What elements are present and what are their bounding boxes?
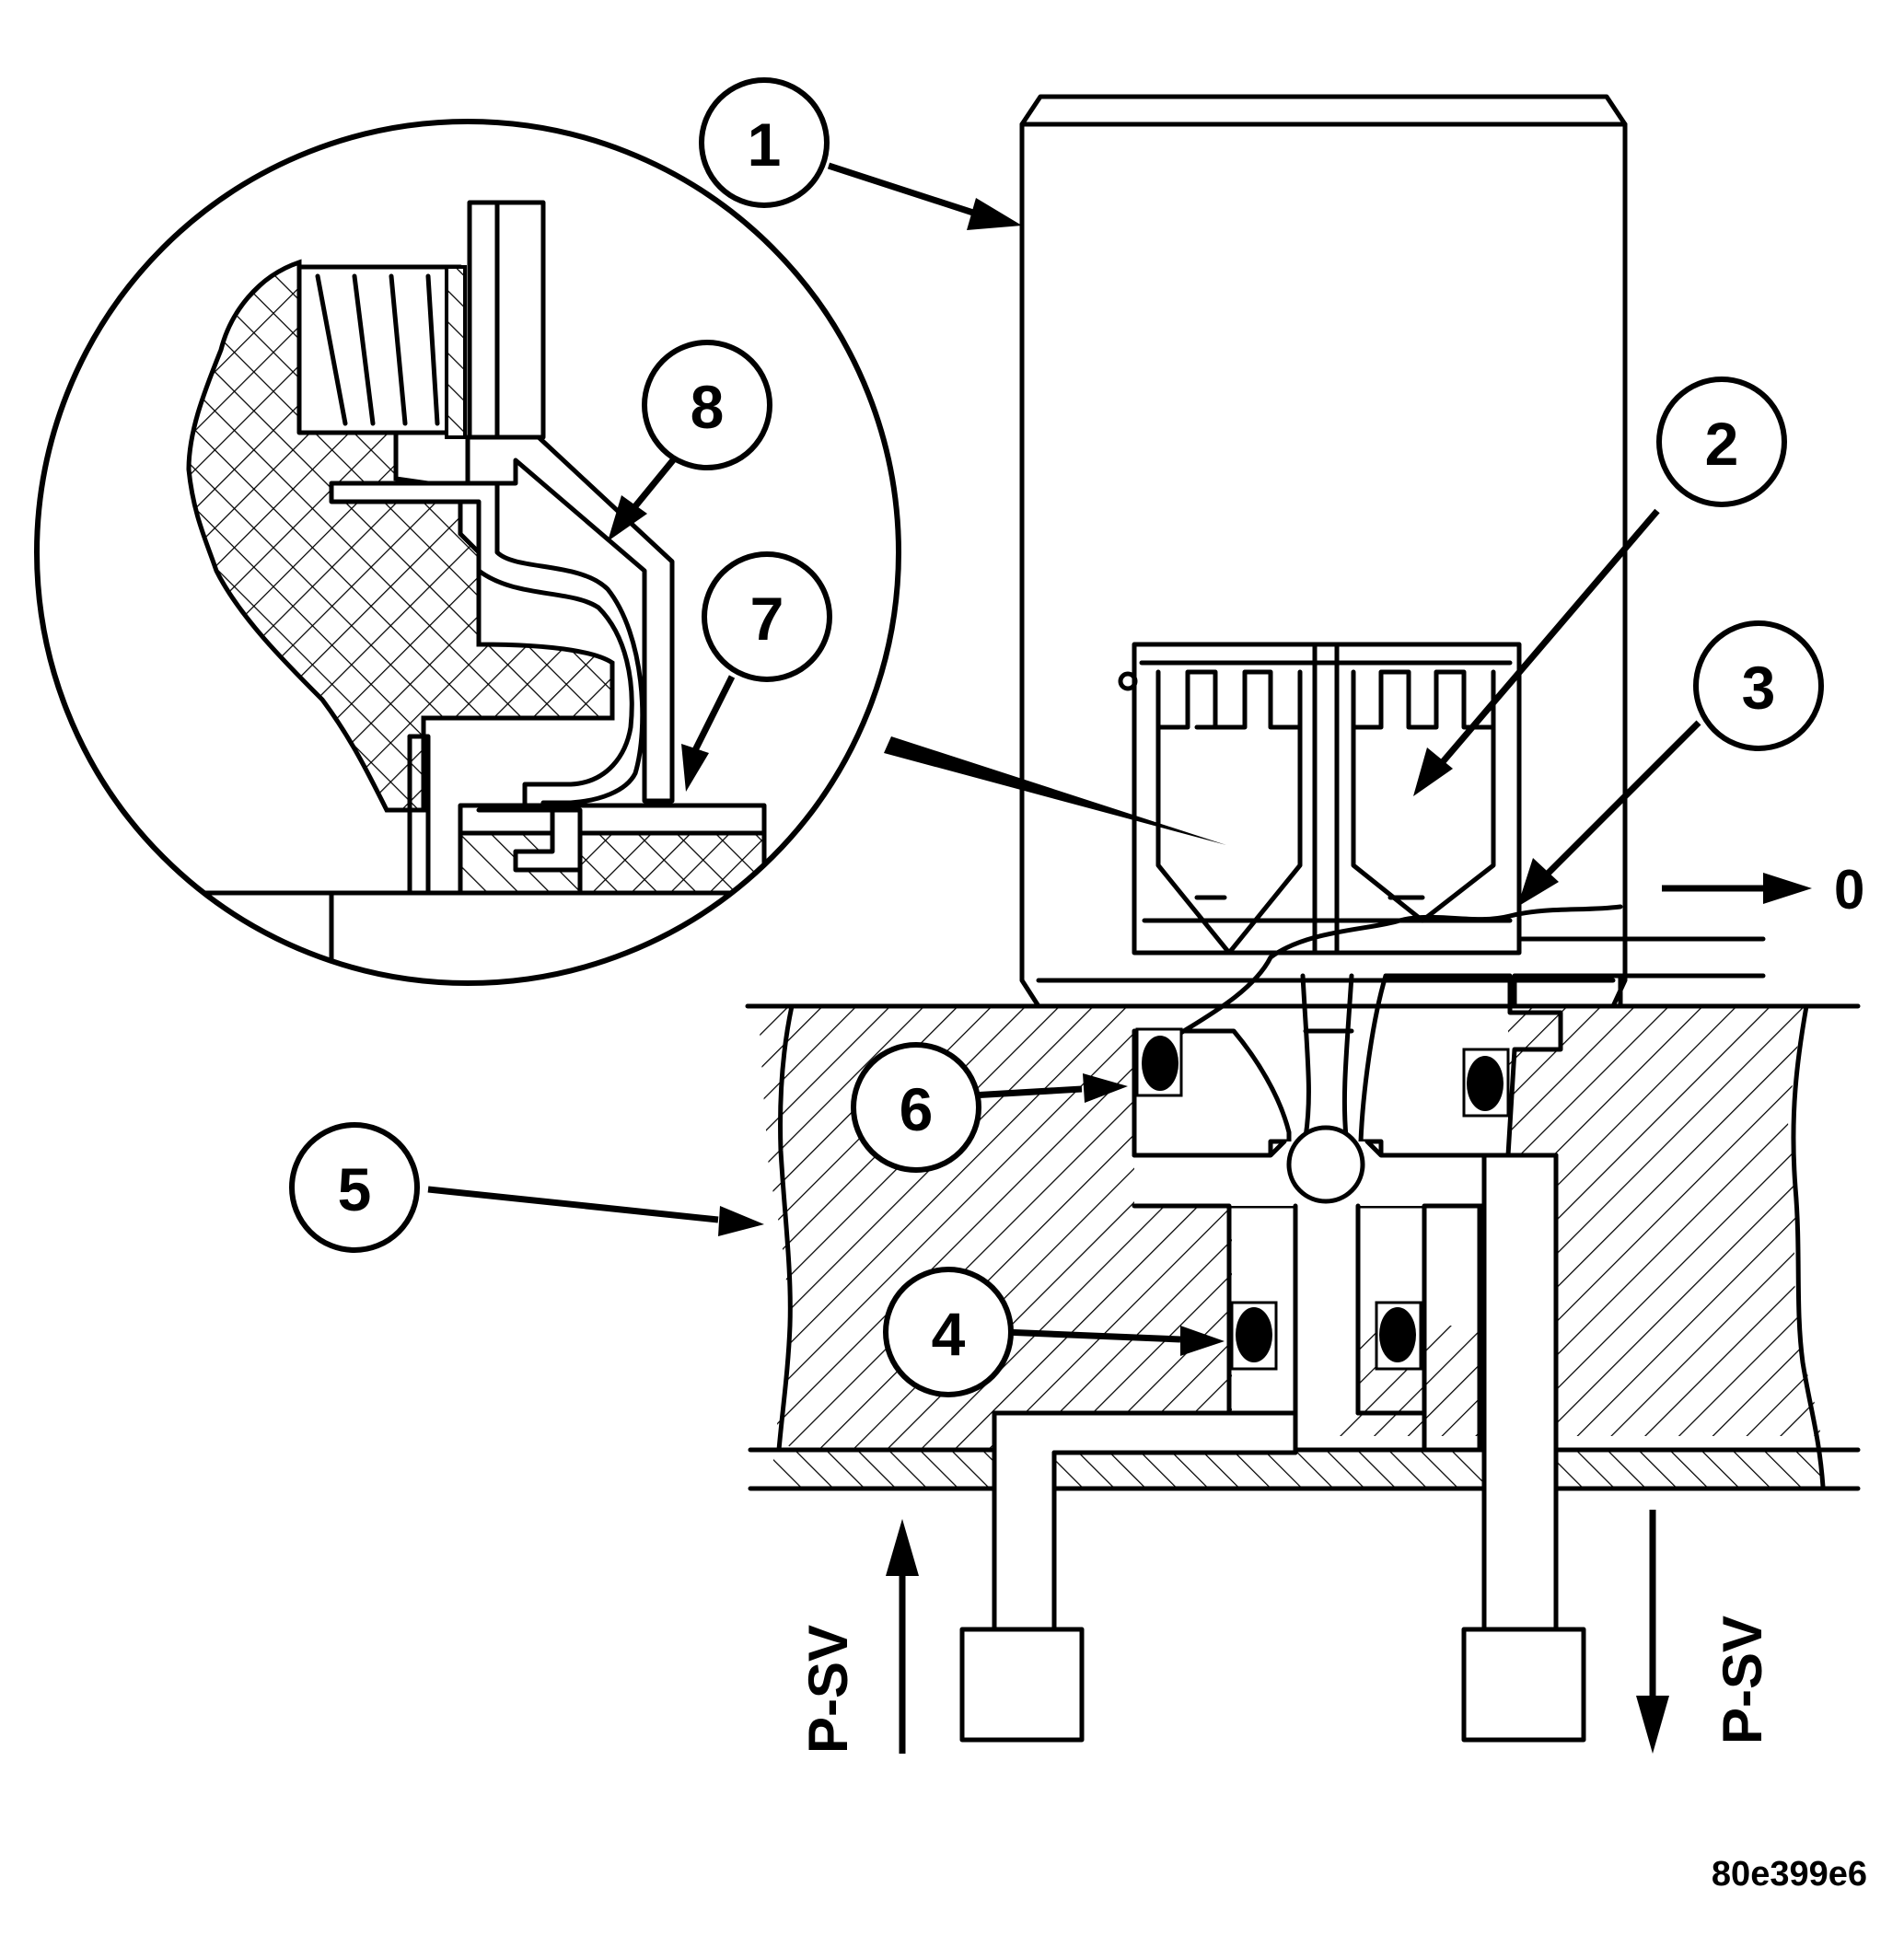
callout-8-label: 8 — [691, 373, 725, 441]
callout-1: 1 — [699, 77, 830, 208]
callout-1-label: 1 — [748, 110, 782, 179]
check-ball — [1286, 1125, 1365, 1204]
callout-4: 4 — [883, 1267, 1014, 1397]
leader-arrows — [427, 162, 1701, 1356]
callout-2-label: 2 — [1705, 410, 1739, 478]
callout-7: 7 — [702, 551, 832, 682]
return-flow-arrow: P-SV — [1636, 1510, 1773, 1754]
outlet-flow-arrow: 0 — [1662, 859, 1864, 921]
figure-id: 80e399e6 — [1712, 1855, 1867, 1894]
return-flow-label: P-SV — [1712, 1616, 1773, 1744]
callout-5: 5 — [289, 1122, 420, 1253]
callout-6: 6 — [851, 1042, 981, 1173]
callout-4-label: 4 — [932, 1300, 966, 1368]
callout-3: 3 — [1693, 620, 1824, 751]
inlet-flow-arrow: P-SV — [797, 1519, 919, 1754]
inlet-flow-label: P-SV — [797, 1625, 859, 1754]
o-rings — [1135, 1027, 1510, 1371]
fluid-passages — [959, 936, 1766, 1743]
callout-3-label: 3 — [1742, 654, 1776, 722]
detail-magnified-view — [34, 119, 901, 986]
callout-8: 8 — [642, 340, 772, 470]
callout-2: 2 — [1656, 377, 1787, 507]
callout-7-label: 7 — [750, 585, 784, 653]
outlet-flow-label: 0 — [1834, 859, 1864, 921]
section-break-line — [1167, 904, 1623, 1043]
callout-5-label: 5 — [338, 1155, 372, 1223]
housing-outline — [745, 1003, 1861, 1491]
detail-leader — [884, 736, 1226, 845]
valve-seat-insert — [1118, 642, 1522, 956]
callout-6-label: 6 — [900, 1075, 934, 1143]
